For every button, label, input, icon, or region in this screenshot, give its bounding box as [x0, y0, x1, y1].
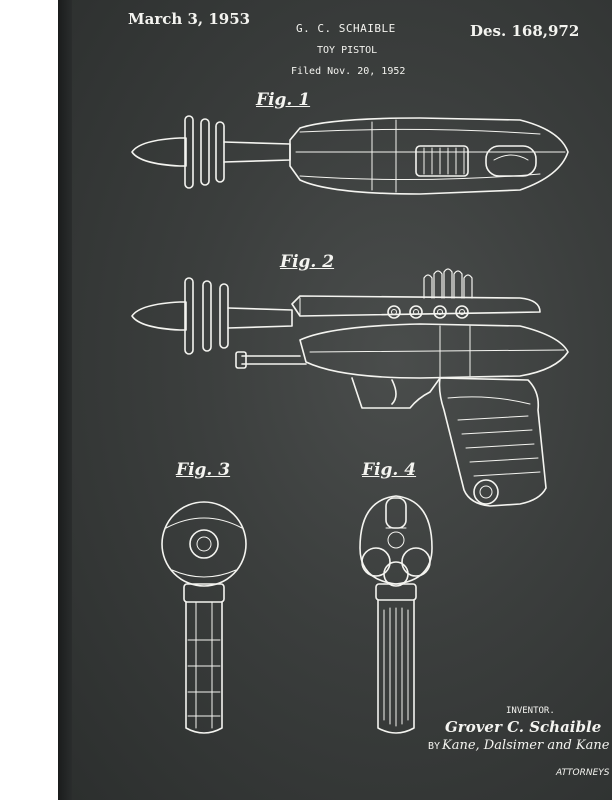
inventor-label: INVENTOR. — [506, 706, 555, 716]
patent-date: March 3, 1953 — [128, 10, 251, 28]
fig-2-label: Fig. 2 — [280, 252, 335, 272]
fig3-toy-pistol-rear-view — [161, 501, 247, 734]
inventor-header: G. C. SCHAIBLE — [296, 22, 396, 35]
filed-date: Filed Nov. 20, 1952 — [291, 66, 406, 77]
design-patent-number: Des. 168,972 — [470, 22, 580, 40]
inventor-signature: Grover C. Schaible — [445, 718, 602, 736]
fig-1-label: Fig. 1 — [256, 90, 311, 110]
fig-3-label: Fig. 3 — [176, 460, 231, 480]
attorneys-label: ATTORNEYS — [556, 768, 610, 778]
fig2-toy-pistol-full-view — [131, 268, 569, 507]
fig-4-label: Fig. 4 — [362, 460, 417, 480]
attorney-signature: Kane, Dalsimer and Kane — [442, 738, 610, 753]
fig4-toy-pistol-front-view — [359, 495, 433, 734]
by-label: BY — [428, 741, 441, 752]
canvas-side-edge — [58, 0, 72, 800]
fig1-toy-pistol-side-view — [131, 115, 569, 195]
patent-title: TOY PISTOL — [317, 45, 378, 56]
